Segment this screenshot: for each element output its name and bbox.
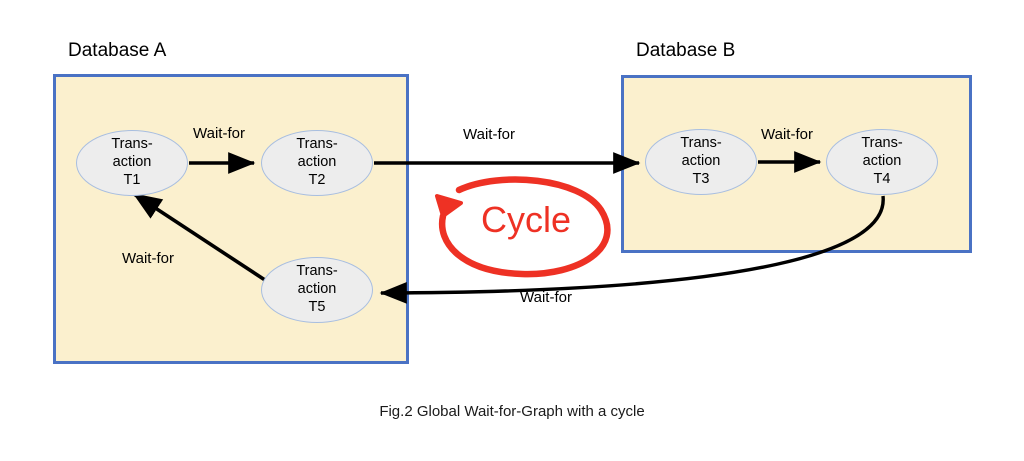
edge-label-t4-t5: Wait-for [520, 289, 572, 306]
node-transaction-t3[interactable]: Trans- action T3 [645, 129, 757, 195]
database-a-box [53, 74, 409, 364]
cycle-arrowhead-icon [435, 194, 463, 218]
node-t1-line3: T1 [123, 171, 141, 188]
node-t3-line1: Trans- [680, 135, 722, 152]
database-b-title: Database B [636, 40, 736, 61]
node-transaction-t5[interactable]: Trans- action T5 [261, 257, 373, 323]
node-t4-line3: T4 [873, 170, 891, 187]
edge-label-t5-t1: Wait-for [122, 250, 174, 267]
node-t2-line3: T2 [308, 171, 326, 188]
node-transaction-t2[interactable]: Trans- action T2 [261, 130, 373, 196]
node-t2-line1: Trans- [296, 136, 338, 153]
node-t1-line2: action [112, 154, 152, 171]
node-t3-line3: T3 [692, 170, 710, 187]
node-t5-line1: Trans- [296, 263, 338, 280]
cycle-label: Cycle [481, 199, 572, 240]
node-t4-line2: action [862, 153, 902, 170]
edge-label-t2-t3: Wait-for [463, 126, 515, 143]
edge-label-t1-t2: Wait-for [193, 125, 245, 142]
node-t5-line3: T5 [308, 298, 326, 315]
node-transaction-t1[interactable]: Trans- action T1 [76, 130, 188, 196]
node-t3-line2: action [681, 153, 721, 170]
node-t1-line1: Trans- [111, 136, 153, 153]
node-t4-line1: Trans- [861, 135, 903, 152]
node-t5-line2: action [297, 281, 337, 298]
database-a-title: Database A [68, 40, 167, 61]
figure-caption: Fig.2 Global Wait-for-Graph with a cycle [379, 403, 645, 420]
edge-label-t3-t4: Wait-for [761, 126, 813, 143]
node-transaction-t4[interactable]: Trans- action T4 [826, 129, 938, 195]
node-t2-line2: action [297, 154, 337, 171]
